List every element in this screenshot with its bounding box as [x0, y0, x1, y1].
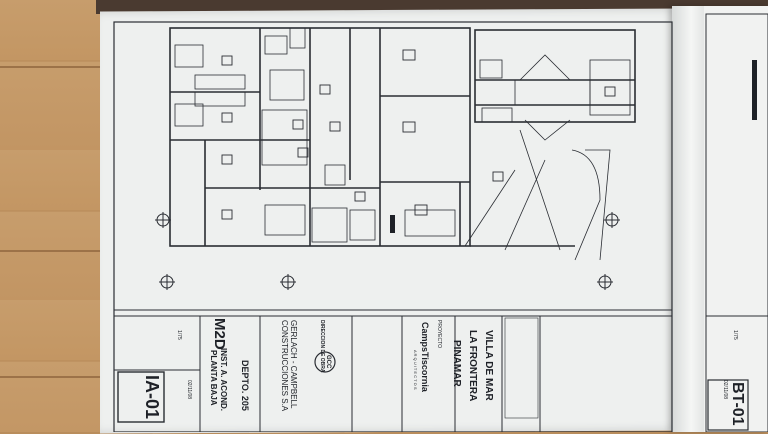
project-name-2: LA FRONTERA: [467, 330, 478, 402]
architects-3: A R Q U I T E C T O S: [413, 350, 418, 390]
second-scale-value: 1/75: [732, 330, 738, 340]
sheet-fold: [672, 6, 704, 432]
date-value: 02/11/08: [186, 380, 192, 400]
unit-label: DEPTO. 205: [240, 360, 250, 411]
project-label: PROYECTO: [436, 320, 442, 348]
scale-value: 1/75: [176, 330, 182, 340]
plan-walls: [169, 27, 636, 247]
second-date-value: 02/11/08: [722, 380, 728, 400]
second-sheet-code: BT-01: [729, 382, 746, 426]
wall-mark: [390, 215, 395, 233]
plan-fixtures: [174, 27, 631, 261]
notes-box: [504, 317, 539, 419]
second-sheet-border: [705, 13, 768, 432]
drawing-title-1: INST. A. ACOND.: [219, 348, 228, 411]
sheet-border: [113, 21, 673, 432]
gcc-logo-circle: [314, 351, 336, 373]
wood-seam: [0, 66, 100, 68]
title-block-cells: [114, 316, 541, 432]
grid-markers: [155, 212, 620, 290]
ac-units: [221, 49, 616, 220]
architects-2: Tiscornia: [420, 352, 430, 392]
wood-seam: [0, 376, 100, 378]
drawing-title-2: PLANTA BAJA: [209, 350, 218, 406]
wall-mark: [752, 60, 757, 120]
project-name-1: VILLA DE MAR: [483, 330, 494, 401]
sheet-code: IA-01: [142, 375, 162, 420]
construction-firm-1: GERLACH - CAMPBELL: [289, 320, 298, 409]
wood-seam: [0, 250, 100, 252]
plan-code: M2D: [211, 318, 228, 350]
gcc-logo: GCC: [325, 355, 331, 369]
architects-1: Camps: [420, 322, 430, 353]
project-name-3: PINAMAR: [451, 340, 462, 387]
wooden-table: [0, 0, 100, 432]
construction-firm-2: CONSTRUCCIONES S.A: [280, 320, 289, 412]
